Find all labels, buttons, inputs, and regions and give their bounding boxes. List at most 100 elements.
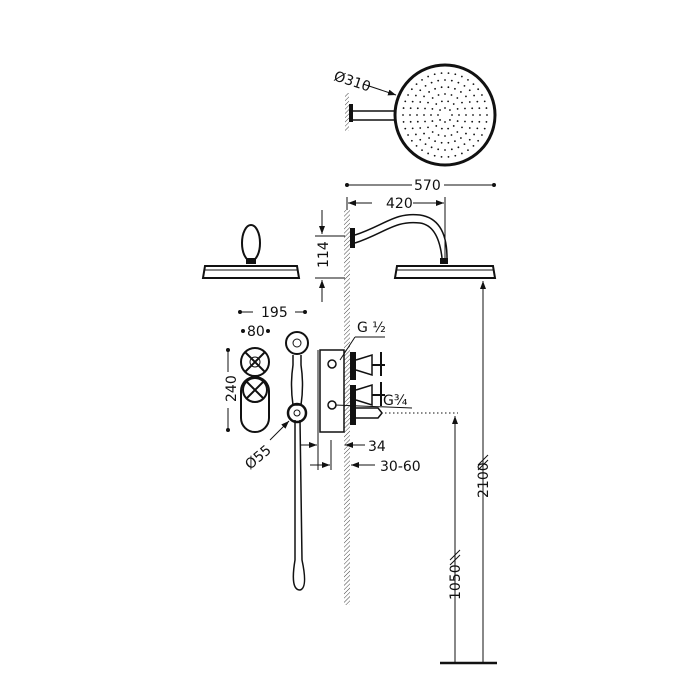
depth-dimensions: 34 30-60	[300, 439, 421, 475]
nozzle-dot	[423, 114, 425, 116]
nozzle-dot	[481, 134, 483, 136]
reach-570-label: 570	[414, 178, 441, 194]
nozzle-dot	[477, 139, 480, 142]
nozzle-dot	[450, 79, 453, 82]
nozzle-dot	[409, 114, 411, 116]
nozzle-dot	[452, 103, 455, 105]
nozzle-dot	[467, 78, 469, 81]
nozzle-dot	[447, 86, 450, 89]
nozzle-dot	[447, 155, 450, 158]
nozzle-dot	[427, 101, 429, 104]
nozzle-dot	[416, 107, 419, 110]
handle-width-label: 80	[247, 324, 265, 340]
nozzle-dot	[437, 148, 440, 151]
reach-dimensions: 570 420	[345, 178, 496, 262]
nozzle-dot	[471, 120, 474, 123]
nozzle-dot	[473, 94, 476, 97]
connection-labels: G ½ G¾	[334, 320, 413, 409]
nozzle-dot	[437, 114, 439, 116]
nozzle-dot	[460, 137, 462, 139]
nozzle-dot	[461, 126, 463, 129]
nozzle-dot	[416, 114, 418, 116]
nozzle-dot	[473, 133, 476, 136]
nozzle-dot	[411, 127, 414, 130]
nozzle-dot	[472, 114, 474, 116]
nozzle-dot	[450, 94, 453, 96]
nozzle-dot	[447, 100, 450, 103]
nozzle-dot	[457, 81, 460, 84]
drop-114-dimension: 114	[315, 210, 345, 302]
nozzle-dot	[424, 84, 427, 87]
nozzle-dot	[440, 86, 443, 89]
nozzle-dot	[433, 154, 436, 157]
nozzle-dot	[447, 127, 450, 130]
nozzle-dot	[465, 95, 467, 98]
nozzle-dot	[415, 83, 418, 85]
nozzle-dot	[483, 127, 486, 130]
nozzle-dot	[481, 94, 483, 96]
shower-head-side-view	[350, 213, 497, 279]
nozzle-dot	[409, 120, 412, 123]
nozzle-dot	[460, 91, 462, 93]
connection-top-label: G ½	[357, 320, 386, 336]
nozzle-dot	[430, 114, 432, 116]
nozzle-dot	[402, 107, 405, 109]
nozzle-dot	[416, 120, 419, 123]
nozzle-dot	[449, 119, 451, 121]
nozzle-dot	[430, 146, 433, 149]
hand-shower	[285, 331, 309, 591]
plate-height-label: 240	[224, 375, 240, 402]
nozzle-dot	[419, 89, 422, 92]
connection-bottom-label: G¾	[383, 393, 408, 409]
nozzle-dot	[450, 148, 453, 151]
nozzle-dot	[468, 127, 471, 129]
nozzle-dot	[458, 114, 460, 116]
nozzle-dot	[478, 120, 481, 123]
nozzle-dot	[440, 100, 443, 103]
shower-head-top-view	[345, 63, 497, 167]
head-height-label: 2100	[476, 462, 492, 498]
nozzle-dot	[440, 141, 443, 144]
head-diameter-label: Ø310	[332, 69, 373, 96]
nozzle-dot	[415, 145, 418, 147]
nozzle-dot	[428, 91, 430, 93]
drop-114-label: 114	[316, 241, 332, 268]
nozzle-dot	[424, 143, 427, 146]
nozzle-dot	[419, 127, 422, 129]
plate-width-label: 195	[261, 305, 288, 321]
nozzle-dot	[468, 138, 471, 141]
thermostatic-valve-side	[317, 349, 385, 440]
nozzle-dot	[447, 141, 450, 144]
nozzle-dot	[409, 107, 412, 110]
nozzle-dot	[472, 83, 475, 85]
nozzle-dot	[402, 114, 404, 116]
nozzle-dot	[435, 103, 438, 105]
nozzle-dot	[468, 89, 471, 92]
nozzle-dot	[478, 107, 481, 110]
nozzle-dot	[460, 75, 463, 78]
nozzle-dot	[440, 155, 443, 158]
nozzle-dot	[431, 131, 434, 133]
nozzle-dot	[456, 108, 459, 110]
nozzle-dot	[424, 107, 426, 110]
nozzle-dot	[419, 138, 422, 141]
nozzle-dot	[430, 81, 433, 84]
nozzle-dot	[404, 100, 407, 103]
nozzle-dot	[434, 140, 436, 143]
nozzle-dot	[476, 127, 479, 130]
diameter-55-dimension: Ø55	[242, 420, 290, 473]
nozzle-dot	[407, 134, 409, 136]
nozzle-dot	[427, 152, 430, 155]
plate-dimensions: 195 80 240	[224, 305, 307, 432]
nozzle-dot	[444, 149, 446, 151]
nozzle-dot	[460, 152, 463, 155]
nozzle-dot	[444, 135, 446, 137]
nozzle-dot	[456, 131, 459, 133]
nozzle-dot	[450, 134, 453, 136]
nozzle-dot	[439, 109, 441, 111]
nozzle-dot	[464, 107, 466, 110]
nozzle-dot	[433, 73, 436, 76]
nozzle-dot	[454, 87, 456, 90]
nozzle-dot	[454, 154, 457, 157]
